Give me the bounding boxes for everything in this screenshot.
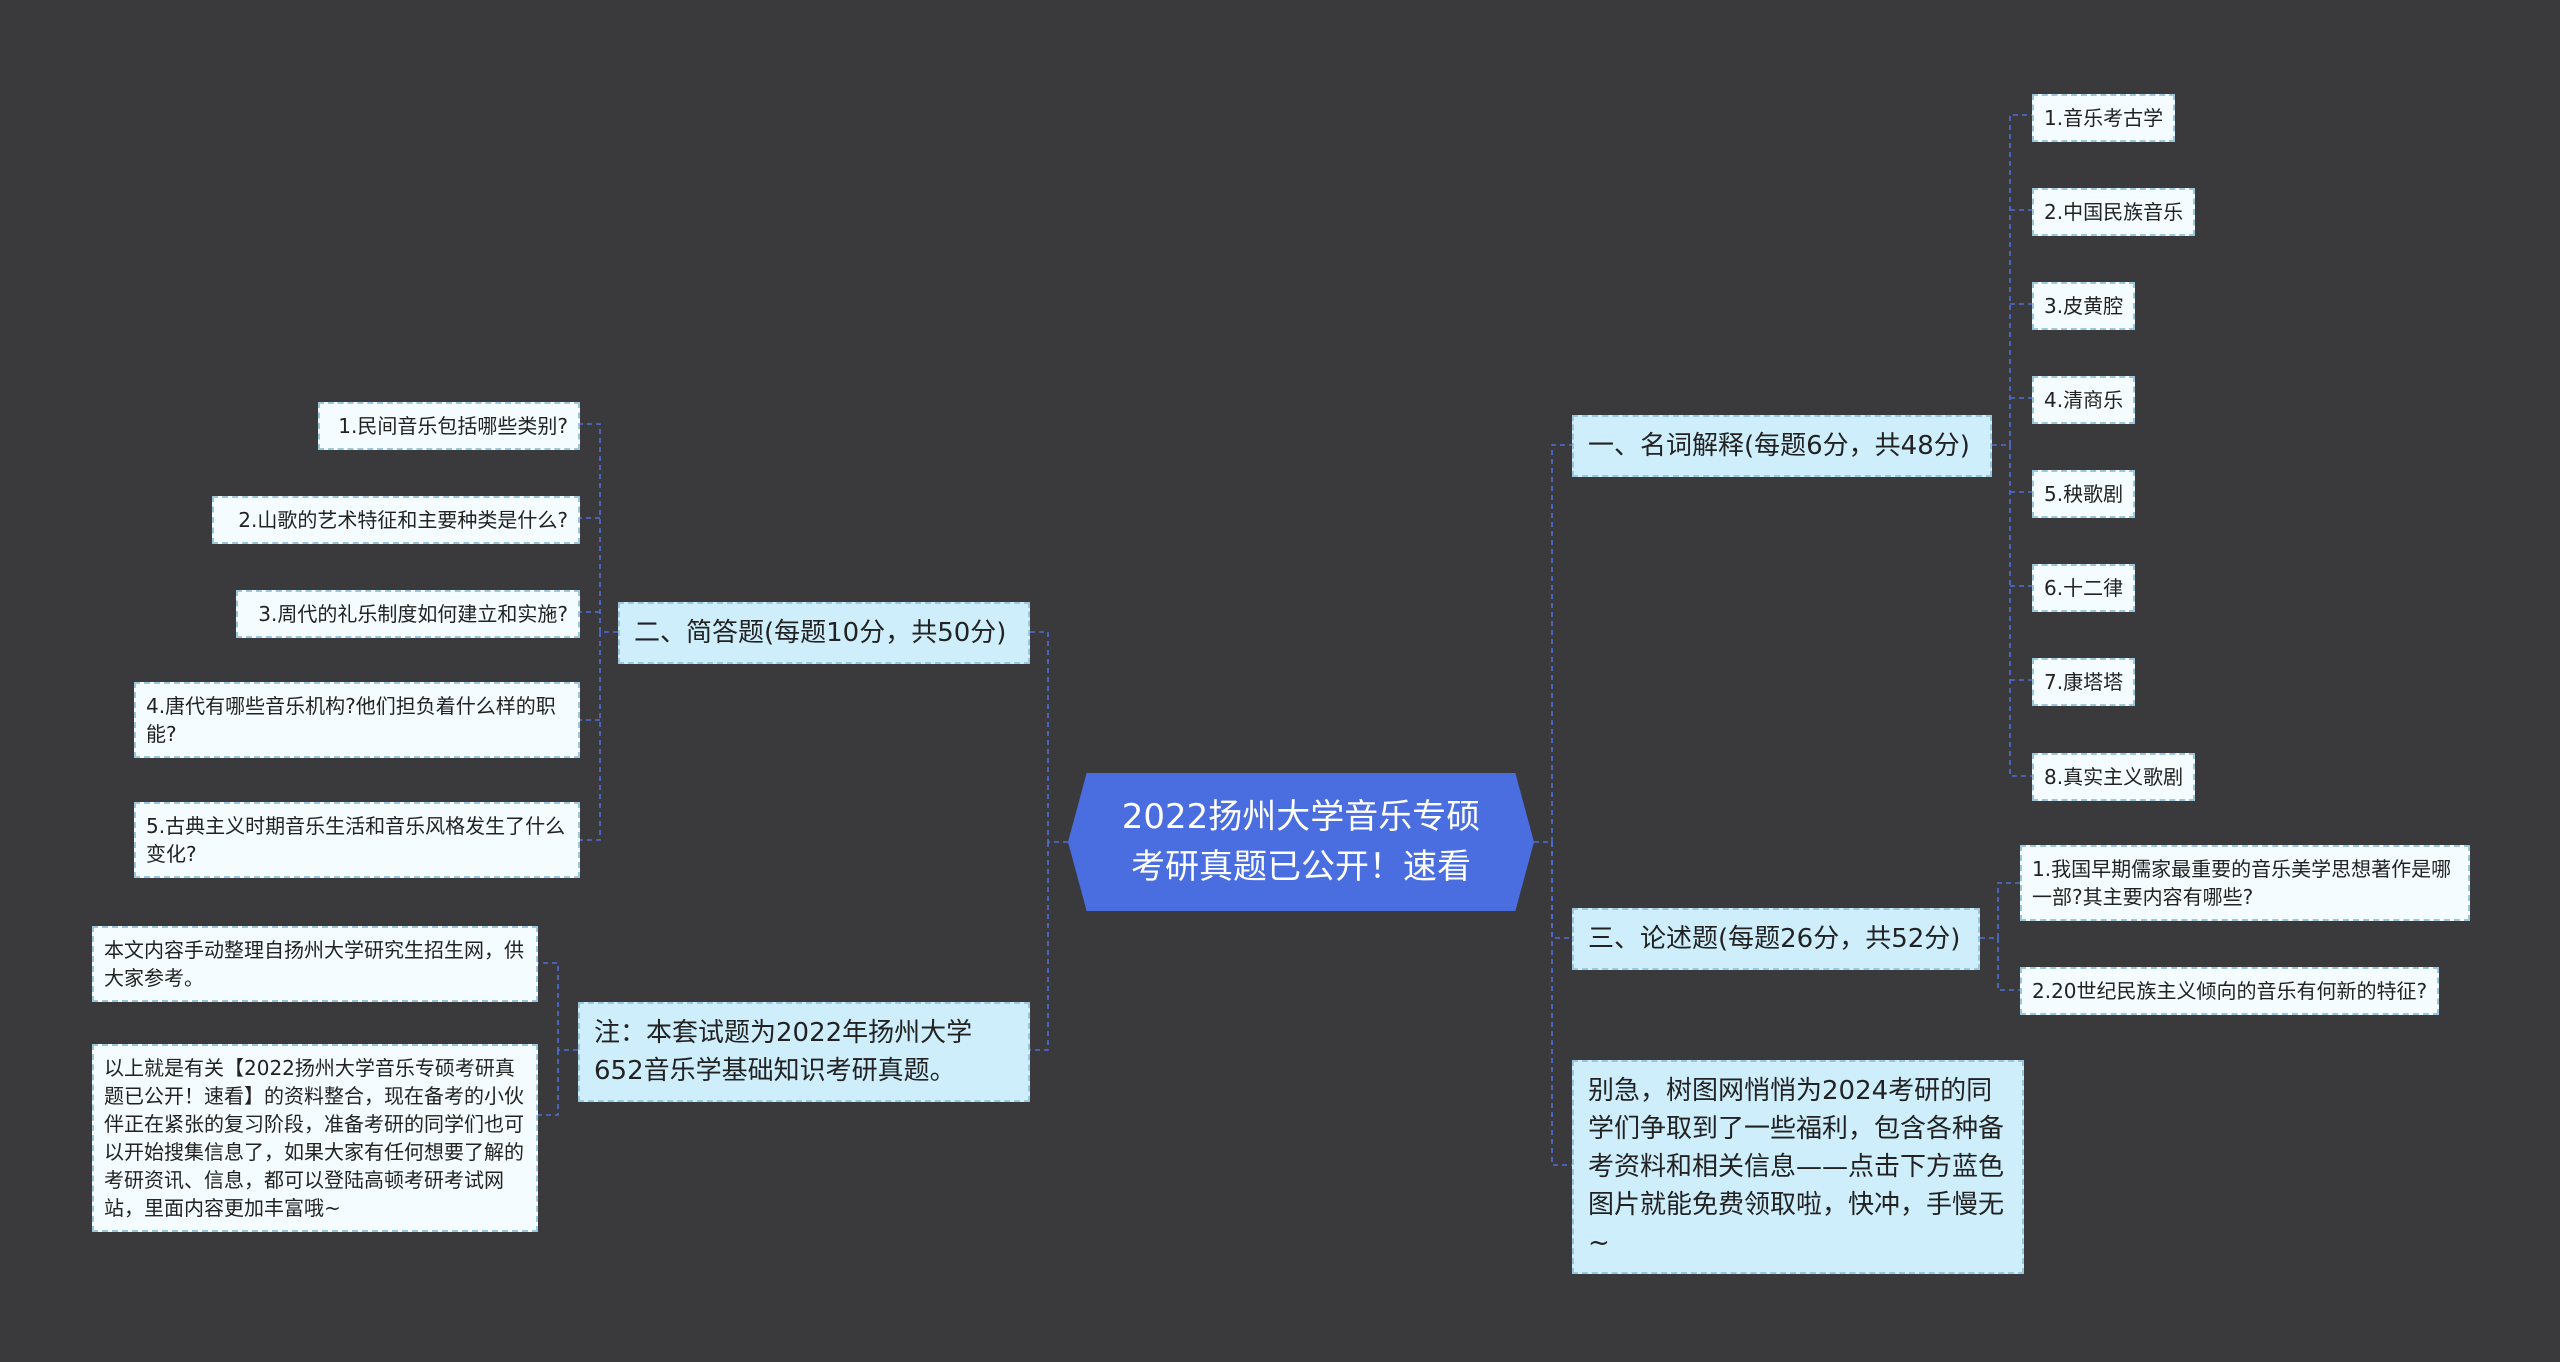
leaf-zhu-2[interactable]: 以上就是有关【2022扬州大学音乐专硕考研真题已公开！速看】的资料整合，现在备考… xyxy=(92,1044,538,1232)
leaf-mingci-2[interactable]: 2.中国民族音乐 xyxy=(2032,188,2196,236)
branch-mingci[interactable]: 一、名词解释(每题6分，共48分) xyxy=(1572,415,1992,477)
leaf-zhu-1[interactable]: 本文内容手动整理自扬州大学研究生招生网，供大家参考。 xyxy=(92,926,538,1002)
leaf-mingci-4[interactable]: 4.清商乐 xyxy=(2032,376,2136,424)
leaf-mingci-6[interactable]: 6.十二律 xyxy=(2032,564,2136,612)
leaf-mingci-5[interactable]: 5.秧歌剧 xyxy=(2032,470,2136,518)
leaf-mingci-3[interactable]: 3.皮黄腔 xyxy=(2032,282,2136,330)
branch-label: 一、名词解释(每题6分，共48分) xyxy=(1588,431,1970,461)
leaf-lunshu-1[interactable]: 1.我国早期儒家最重要的音乐美学思想著作是哪一部?其主要内容有哪些? xyxy=(2020,845,2470,921)
root-title: 2022扬州大学音乐专硕考研真题已公开！速看 xyxy=(1121,797,1481,887)
leaf-jianda-2[interactable]: 2.山歌的艺术特征和主要种类是什么? xyxy=(212,496,580,544)
branch-bieji[interactable]: 别急，树图网悄悄为2024考研的同学们争取到了一些福利，包含各种备考资料和相关信… xyxy=(1572,1060,2024,1274)
leaf-jianda-4[interactable]: 4.唐代有哪些音乐机构?他们担负着什么样的职能? xyxy=(134,682,580,758)
leaf-mingci-8[interactable]: 8.真实主义歌剧 xyxy=(2032,753,2196,801)
leaf-lunshu-2[interactable]: 2.20世纪民族主义倾向的音乐有何新的特征? xyxy=(2020,967,2440,1015)
leaf-mingci-1[interactable]: 1.音乐考古学 xyxy=(2032,94,2176,142)
leaf-mingci-7[interactable]: 7.康塔塔 xyxy=(2032,658,2136,706)
branch-label: 别急，树图网悄悄为2024考研的同学们争取到了一些福利，包含各种备考资料和相关信… xyxy=(1588,1076,2005,1258)
branch-zhu[interactable]: 注：本套试题为2022年扬州大学652音乐学基础知识考研真题。 xyxy=(578,1002,1030,1102)
branch-label: 三、论述题(每题26分，共52分) xyxy=(1588,924,1961,954)
root-topic[interactable]: 2022扬州大学音乐专硕考研真题已公开！速看 xyxy=(1068,773,1534,911)
branch-lunshu[interactable]: 三、论述题(每题26分，共52分) xyxy=(1572,908,1980,970)
leaf-jianda-3[interactable]: 3.周代的礼乐制度如何建立和实施? xyxy=(236,590,580,638)
branch-jianda[interactable]: 二、简答题(每题10分，共50分) xyxy=(618,602,1030,664)
leaf-jianda-5[interactable]: 5.古典主义时期音乐生活和音乐风格发生了什么变化? xyxy=(134,802,580,878)
leaf-jianda-1[interactable]: 1.民间音乐包括哪些类别? xyxy=(318,402,580,450)
branch-label: 注：本套试题为2022年扬州大学652音乐学基础知识考研真题。 xyxy=(594,1018,973,1086)
branch-label: 二、简答题(每题10分，共50分) xyxy=(634,618,1007,648)
